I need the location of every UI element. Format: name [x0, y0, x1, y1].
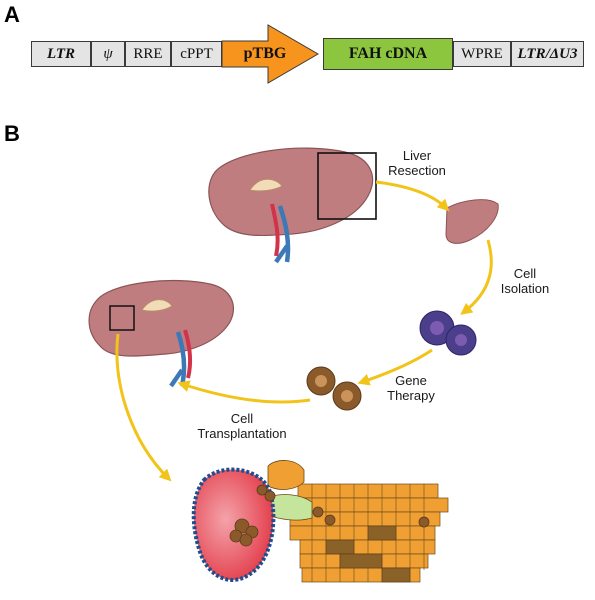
modified-cells: [306, 366, 362, 411]
cell-isolation-label: Cell Isolation: [500, 266, 550, 296]
resected-lobe: [445, 199, 499, 244]
segment-ltr: LTR: [31, 41, 91, 67]
recipient-liver: [88, 279, 234, 388]
fah-cdna-label: FAH cDNA: [348, 45, 428, 62]
panel-b-label: B: [4, 121, 20, 146]
segment-psi: ψ: [91, 41, 125, 67]
tissue-section: [191, 460, 449, 583]
cell-transplantation-label: Cell Transplantation: [197, 411, 287, 441]
segment-ptbg: pTBG: [243, 45, 287, 62]
isolated-cells: [419, 310, 477, 356]
magnify-box: [109, 305, 135, 331]
ptbg-arrow: [221, 24, 319, 84]
resection-box: [317, 152, 377, 220]
gene-therapy-label: Gene Therapy: [387, 373, 435, 403]
segment-rre: RRE: [125, 41, 171, 67]
panel-a-label: A: [4, 2, 20, 27]
cycle-arrows: [115, 180, 493, 482]
segment-wpre: WPRE: [453, 41, 511, 67]
segment-fah-cdna: FAH cDNA: [323, 38, 453, 70]
liver-resection-label: Liver Resection: [388, 148, 446, 178]
donor-liver: [208, 147, 377, 264]
segment-ltr-du3: LTR/ΔU3: [511, 41, 584, 67]
